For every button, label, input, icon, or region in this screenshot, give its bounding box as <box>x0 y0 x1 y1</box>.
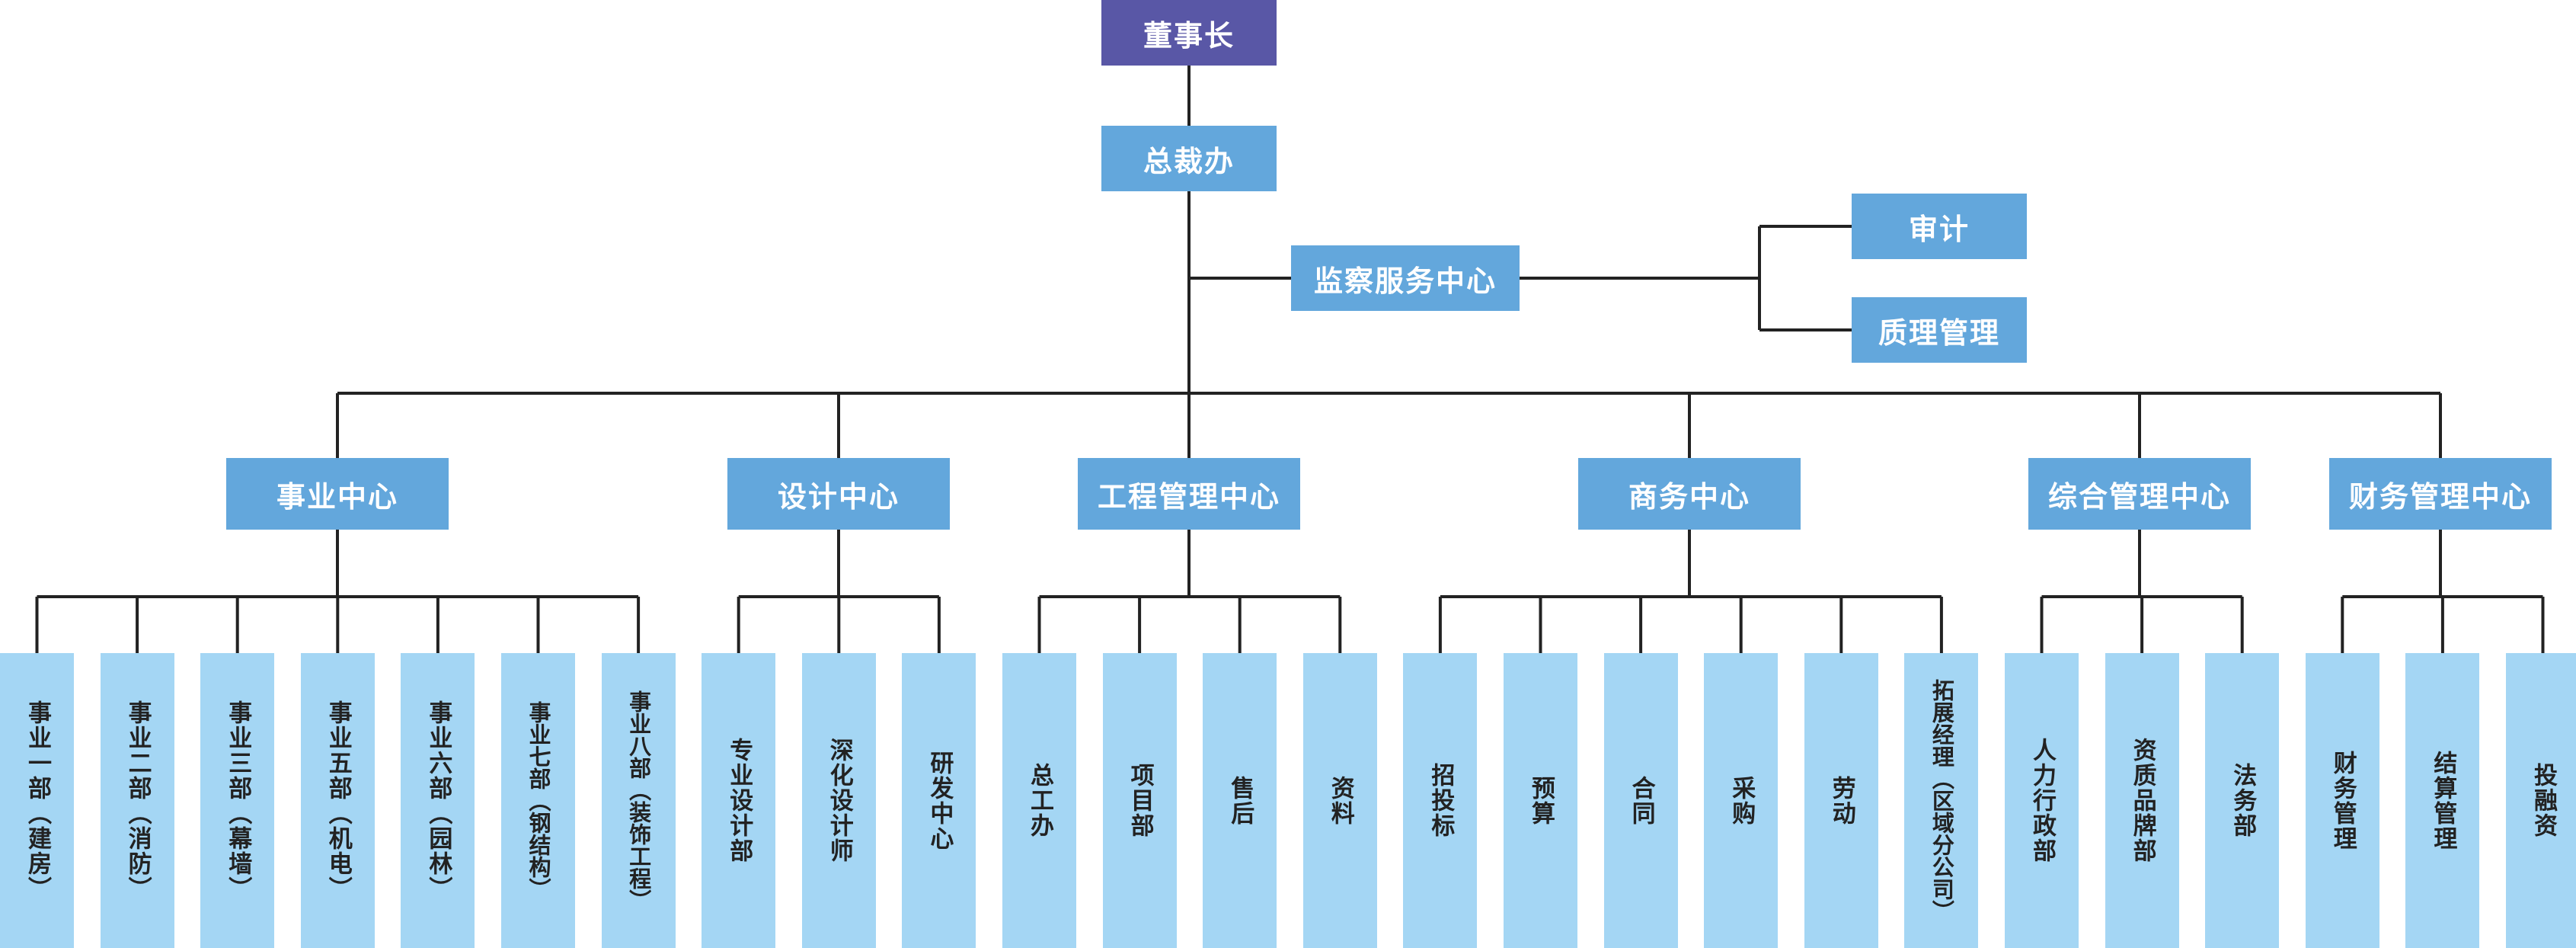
department-label: 法务部 <box>2229 763 2257 838</box>
node-department: 研发中心 <box>902 653 976 948</box>
node-department: 事业五部（机电） <box>300 653 375 948</box>
department-label: 投融资 <box>2530 763 2557 838</box>
department-label: 事业六部（园林） <box>424 700 452 902</box>
department-label: 拓展经理（区域分公司） <box>1929 679 1955 922</box>
node-department: 法务部 <box>2205 653 2280 948</box>
node-department: 拓展经理（区域分公司） <box>1904 653 1979 948</box>
node-chairman: 董事长 <box>1101 0 1277 66</box>
department-label: 结算管理 <box>2429 750 2457 851</box>
node-department: 人力行政部 <box>2005 653 2079 948</box>
department-label: 事业八部（装饰工程） <box>625 690 652 911</box>
node-department: 采购 <box>1704 653 1779 948</box>
department-label: 深化设计师 <box>825 738 853 863</box>
node-department: 售后 <box>1203 653 1277 948</box>
node-department: 项目部 <box>1102 653 1177 948</box>
department-label: 售后 <box>1226 775 1254 826</box>
department-label: 预算 <box>1527 775 1555 826</box>
node-audit: 审计 <box>1852 194 2027 259</box>
department-label: 合同 <box>1627 775 1655 826</box>
node-center-3: 商务中心 <box>1578 458 1801 530</box>
department-label: 专业设计部 <box>725 738 753 863</box>
department-label: 人力行政部 <box>2028 738 2056 863</box>
node-department: 合同 <box>1603 653 1678 948</box>
department-label: 研发中心 <box>925 750 954 851</box>
node-center-0: 事业中心 <box>226 458 449 530</box>
department-label: 劳动 <box>1827 775 1855 826</box>
node-department: 专业设计部 <box>702 653 776 948</box>
node-department: 资质品牌部 <box>2105 653 2179 948</box>
department-label: 资料 <box>1326 775 1354 826</box>
node-president-office: 总裁办 <box>1101 126 1277 191</box>
node-supervision-center: 监察服务中心 <box>1291 245 1520 311</box>
node-center-4: 综合管理中心 <box>2028 458 2251 530</box>
node-quality-management: 质理管理 <box>1852 297 2027 363</box>
node-department: 事业七部（钢结构） <box>501 653 575 948</box>
node-department: 投融资 <box>2506 653 2576 948</box>
node-department: 劳动 <box>1804 653 1878 948</box>
node-department: 深化设计师 <box>801 653 876 948</box>
department-label: 项目部 <box>1126 763 1154 838</box>
department-label: 总工办 <box>1026 763 1053 838</box>
department-label: 事业五部（机电） <box>324 700 352 902</box>
department-label: 资质品牌部 <box>2128 738 2156 863</box>
node-department: 事业二部（消防） <box>100 653 174 948</box>
department-label: 招投标 <box>1427 763 1455 838</box>
node-department: 总工办 <box>1002 653 1076 948</box>
node-department: 事业八部（装饰工程） <box>601 653 676 948</box>
node-department: 事业六部（园林） <box>401 653 475 948</box>
node-department: 资料 <box>1302 653 1377 948</box>
node-department: 事业三部（幕墙） <box>200 653 275 948</box>
node-department: 事业一部（建房） <box>0 653 74 948</box>
node-center-2: 工程管理中心 <box>1078 458 1300 530</box>
node-center-1: 设计中心 <box>727 458 950 530</box>
node-department: 招投标 <box>1403 653 1478 948</box>
node-center-5: 财务管理中心 <box>2329 458 2552 530</box>
node-department: 结算管理 <box>2405 653 2480 948</box>
department-label: 事业二部（消防） <box>123 700 152 902</box>
department-label: 财务管理 <box>2328 750 2357 851</box>
node-department: 预算 <box>1504 653 1577 948</box>
department-label: 采购 <box>1727 775 1756 826</box>
node-department: 财务管理 <box>2305 653 2379 948</box>
department-label: 事业七部（钢结构） <box>526 701 551 900</box>
department-label: 事业三部（幕墙） <box>224 700 252 902</box>
department-label: 事业一部（建房） <box>24 700 51 902</box>
